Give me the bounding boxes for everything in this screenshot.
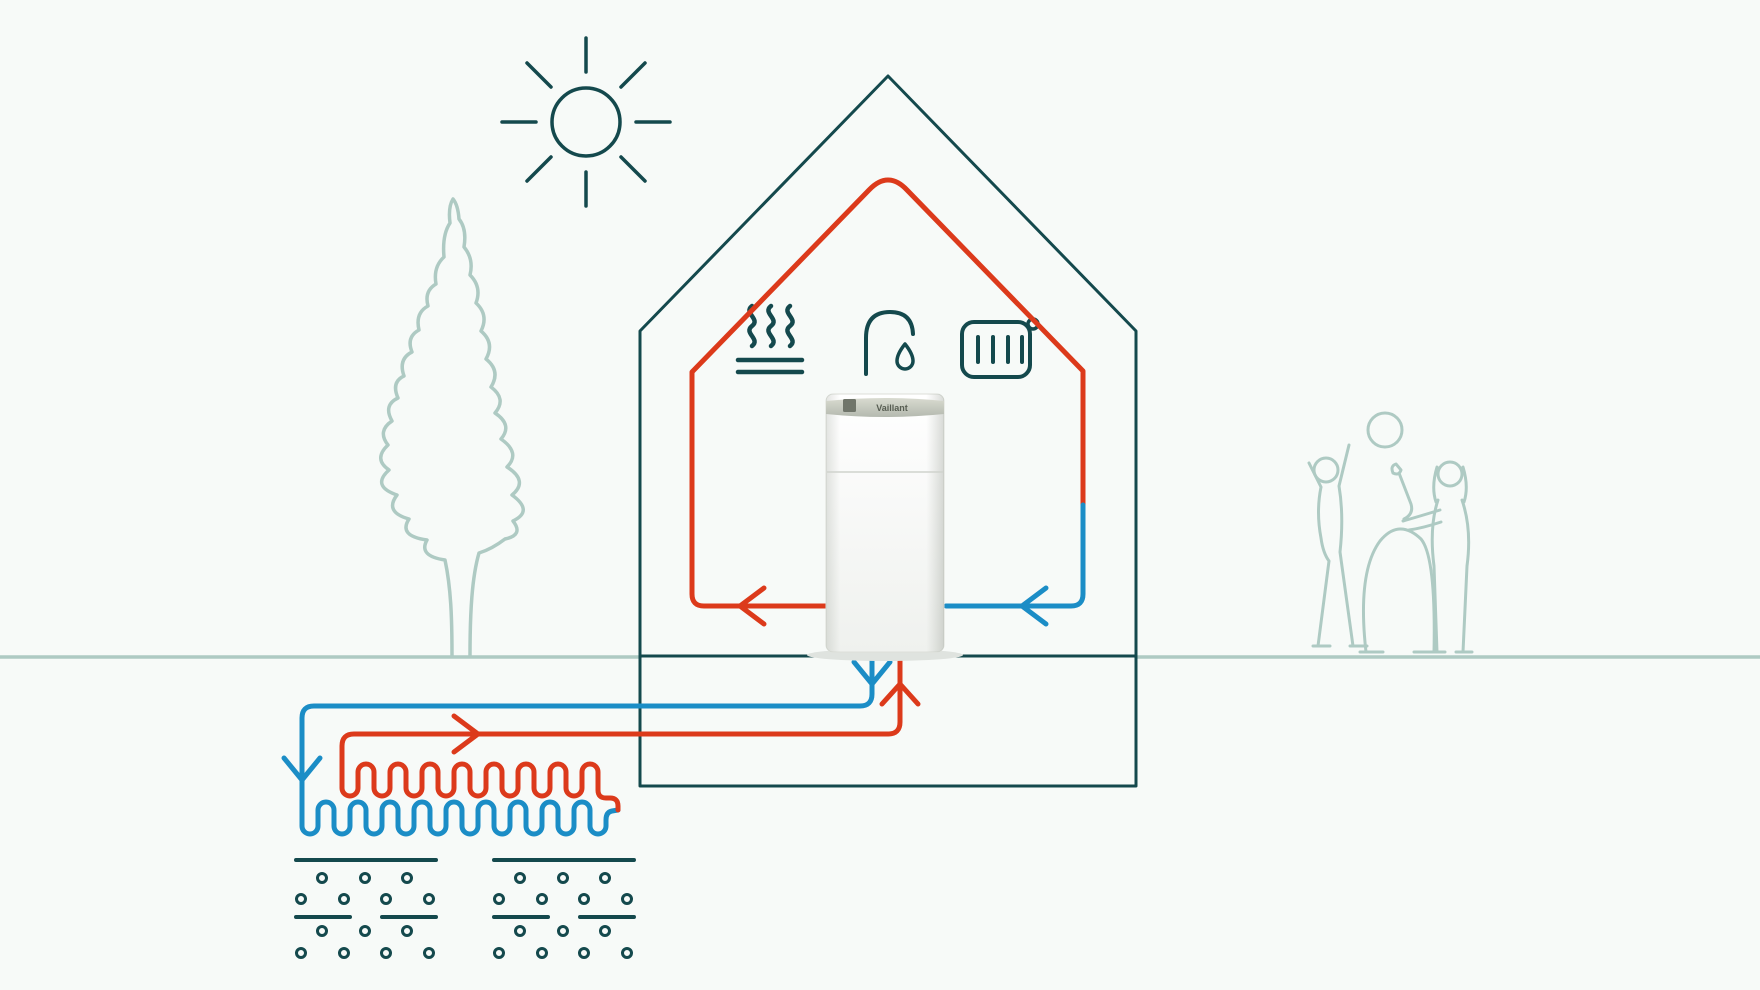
soil-dot xyxy=(316,925,328,937)
flow-arrow-icon xyxy=(1019,585,1049,627)
child-head xyxy=(1436,460,1464,488)
soil-symbols xyxy=(294,858,636,959)
soil-dot xyxy=(514,872,526,884)
soil-dot xyxy=(295,893,307,905)
flow-arrow-icon xyxy=(851,659,893,687)
heating-circuit-hot xyxy=(689,177,1086,627)
unit-display xyxy=(843,399,856,412)
radiator-fins xyxy=(976,335,1024,364)
soil-dot xyxy=(536,893,548,905)
brine-supply-pipe-and-collector xyxy=(299,649,875,837)
soil-dot xyxy=(316,872,328,884)
sun-disc xyxy=(550,86,622,158)
sun-rays xyxy=(500,36,672,208)
tap-spout xyxy=(864,310,915,376)
ball-icon xyxy=(1366,411,1404,449)
flow-arrow-icon xyxy=(451,713,481,755)
flow-arrow-icon xyxy=(737,585,767,627)
soil-dot xyxy=(401,872,413,884)
soil-dot xyxy=(536,947,548,959)
soil-dot xyxy=(578,947,590,959)
heating-return-pipe xyxy=(943,502,1086,609)
sun-icon xyxy=(500,36,672,208)
soil-dot xyxy=(401,925,413,937)
soil-dot xyxy=(423,893,435,905)
soil-dot xyxy=(493,947,505,959)
flow-arrow-icon xyxy=(281,755,323,783)
soil-symbol xyxy=(294,858,438,959)
child-figure-left xyxy=(1307,443,1369,648)
water-drop-icon xyxy=(895,342,915,371)
soil-dot xyxy=(359,925,371,937)
soil-dot xyxy=(380,947,392,959)
soil-dot xyxy=(599,925,611,937)
soil-dot xyxy=(578,893,590,905)
heat-pump-unit: Vaillant xyxy=(807,393,963,661)
floor-lines xyxy=(735,357,805,375)
radiator-body xyxy=(960,320,1032,379)
vaillant-logo: Vaillant xyxy=(876,403,908,413)
tree-illustration xyxy=(379,197,525,658)
unit-body-shading xyxy=(826,394,944,652)
child-figure-right xyxy=(1401,465,1474,654)
steam-wave xyxy=(766,303,776,349)
house-walls xyxy=(638,74,1138,788)
soil-dot xyxy=(295,947,307,959)
soil-dot xyxy=(557,925,569,937)
ground-loop-cold xyxy=(281,649,893,837)
soil-dot xyxy=(338,947,350,959)
steam-wave xyxy=(785,303,795,349)
soil-dot xyxy=(380,893,392,905)
heating-circuit-return xyxy=(943,502,1086,627)
hot-water-tap-icon xyxy=(864,310,915,376)
flow-arrow-icon xyxy=(879,681,921,707)
soil-dot xyxy=(621,947,633,959)
heating-flow-pipe xyxy=(689,177,1086,609)
child-figure-middle xyxy=(1358,462,1440,654)
soil-dot xyxy=(514,925,526,937)
soil-dot xyxy=(493,893,505,905)
children-playing-illustration xyxy=(1307,411,1474,654)
soil-dot xyxy=(423,947,435,959)
soil-dot xyxy=(557,872,569,884)
brine-return-pipe-and-collector xyxy=(339,649,903,813)
soil-dot xyxy=(359,872,371,884)
soil-symbol xyxy=(492,858,636,959)
soil-dot xyxy=(599,872,611,884)
soil-dot xyxy=(621,893,633,905)
landscape-group xyxy=(0,197,1760,659)
ground-loop-warm xyxy=(339,649,921,813)
soil-dot xyxy=(338,893,350,905)
